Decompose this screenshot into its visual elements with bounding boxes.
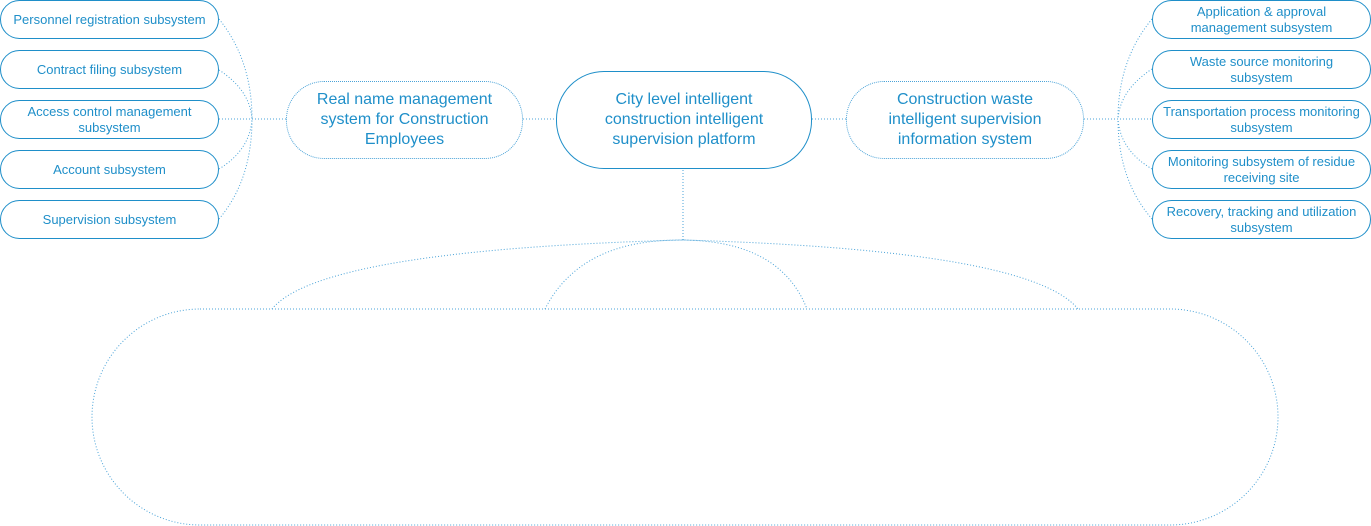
left-subsystem-supervision[interactable]: Supervision subsystem xyxy=(0,200,219,239)
right-subsystem-recovery-tracking[interactable]: Recovery, tracking and utilization subsy… xyxy=(1152,200,1371,239)
left-subsystem-personnel-registration[interactable]: Personnel registration subsystem xyxy=(0,0,219,39)
left-system-real-name-management[interactable]: Real name management system for Construc… xyxy=(286,81,523,159)
right-subsystem-waste-source-monitoring[interactable]: Waste source monitoring subsystem xyxy=(1152,50,1371,89)
left-subsystem-account[interactable]: Account subsystem xyxy=(0,150,219,189)
right-system-construction-waste[interactable]: Construction waste intelligent supervisi… xyxy=(846,81,1084,159)
left-subsystem-access-control[interactable]: Access control management subsystem xyxy=(0,100,219,139)
right-subsystem-application-approval[interactable]: Application & approval management subsys… xyxy=(1152,0,1371,39)
left-subsystem-contract-filing[interactable]: Contract filing subsystem xyxy=(0,50,219,89)
center-platform[interactable]: City level intelligent construction inte… xyxy=(556,71,812,169)
right-subsystem-transportation-monitoring[interactable]: Transportation process monitoring subsys… xyxy=(1152,100,1371,139)
right-subsystem-residue-receiving-site[interactable]: Monitoring subsystem of residue receivin… xyxy=(1152,150,1371,189)
